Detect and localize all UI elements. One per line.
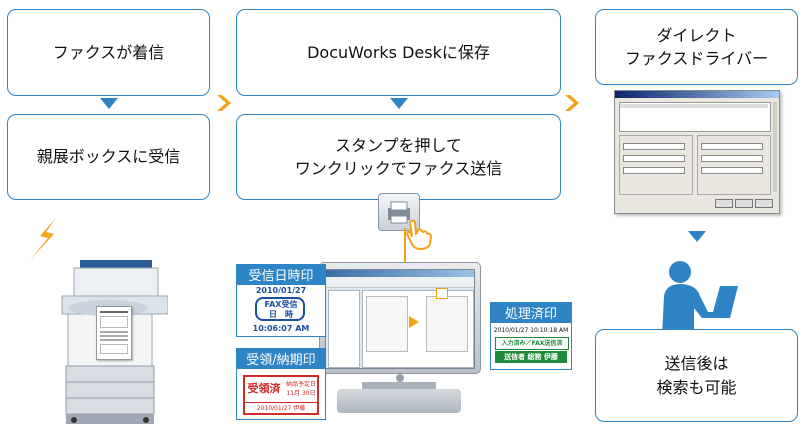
confidential-box-box: 親展ボックスに受信 bbox=[7, 114, 210, 200]
received-stamp-line2: 日 時 bbox=[269, 310, 293, 319]
lightning-icon bbox=[30, 218, 56, 260]
received-time: 10:06:07 AM bbox=[252, 324, 310, 333]
direct-fax-driver-box: ダイレクト ファクスドライバー bbox=[595, 9, 798, 85]
connector-line bbox=[404, 228, 406, 292]
received-stamp-line1: FAX受信 bbox=[264, 300, 298, 309]
search-line2: 検索も可能 bbox=[656, 377, 737, 397]
processed-line2: 送信者 総務 伊藤 bbox=[495, 351, 567, 363]
power-button bbox=[396, 374, 404, 382]
confidential-box-text: 親展ボックスに受信 bbox=[36, 147, 181, 167]
down-arrow-2 bbox=[390, 98, 408, 109]
monitor-screen bbox=[325, 269, 475, 369]
received-date: 2010/01/27 bbox=[255, 286, 307, 295]
receipt-delivery-panel: 受領済 納品予定日 11月 30日 2010/01/27 伊藤 bbox=[236, 368, 326, 420]
received-datetime-label: 受信日時印 bbox=[236, 264, 326, 284]
stamp-send-line1: スタンプを押して bbox=[334, 135, 463, 155]
receipt-delivery-label: 受領/納期印 bbox=[236, 348, 326, 368]
down-arrow-3 bbox=[688, 231, 706, 242]
receipt-stamp-footer: 2010/01/27 伊藤 bbox=[243, 402, 319, 412]
direct-fax-line2: ファクスドライバー bbox=[624, 49, 769, 68]
save-docuworks-box: DocuWorks Deskに保存 bbox=[236, 9, 561, 96]
search-line1: 送信後は bbox=[664, 354, 729, 374]
right-arrow-icon bbox=[565, 95, 579, 111]
down-arrow-1 bbox=[100, 98, 118, 109]
received-datetime-panel: 2010/01/27 FAX受信 日 時 10:06:07 AM bbox=[236, 284, 326, 337]
processed-line1: 入力済み／FAX送信済 bbox=[495, 337, 569, 350]
monitor-stand bbox=[362, 382, 436, 390]
save-docuworks-text: DocuWorks Deskに保存 bbox=[307, 42, 490, 62]
monitor-base bbox=[337, 389, 461, 413]
receipt-stamp-main: 受領済 bbox=[247, 382, 281, 395]
hand-pointer-icon bbox=[406, 219, 432, 250]
processed-panel: 2010/01/27 10:10:18 AM 入力済み／FAX送信済 送信者 総… bbox=[490, 322, 572, 370]
direct-fax-line1: ダイレクト bbox=[656, 25, 737, 45]
fax-driver-dialog-screenshot bbox=[614, 90, 780, 214]
fax-arrives-text: ファクスが着信 bbox=[52, 42, 165, 62]
search-box: 送信後は 検索も可能 bbox=[595, 329, 798, 422]
stamp-send-line2: ワンクリックでファクス送信 bbox=[294, 159, 503, 178]
fax-document-sheet bbox=[96, 306, 132, 360]
person-laptop-icon bbox=[662, 261, 738, 336]
processed-label: 処理済印 bbox=[490, 302, 572, 322]
processed-datetime: 2010/01/27 10:10:18 AM bbox=[493, 327, 569, 334]
printer-icon bbox=[388, 201, 410, 224]
received-stamp-frame bbox=[255, 297, 305, 321]
stamp-send-box: スタンプを押して ワンクリックでファクス送信 bbox=[236, 114, 561, 200]
right-arrow-icon bbox=[217, 95, 231, 111]
receipt-stamp-frame bbox=[243, 375, 319, 415]
receipt-stamp-side2: 11月 30日 bbox=[286, 390, 316, 397]
receipt-stamp-side1: 納品予定日 bbox=[285, 381, 316, 388]
fax-arrives-box: ファクスが着信 bbox=[7, 9, 210, 96]
